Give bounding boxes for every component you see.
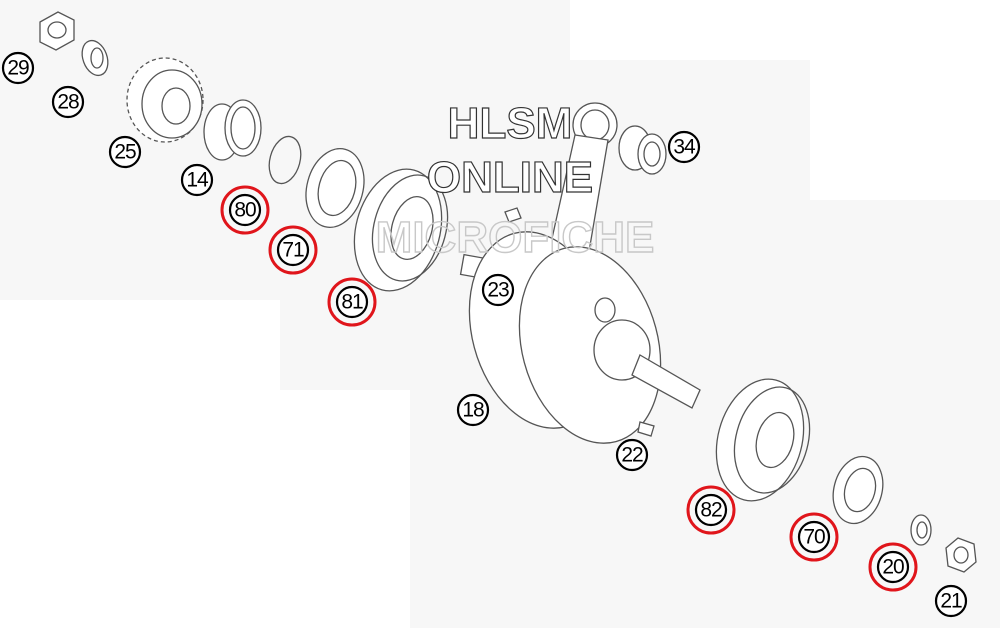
callout-label: 70 — [803, 526, 825, 549]
o-ring[interactable] — [264, 133, 305, 187]
callout-label: 22 — [621, 444, 643, 467]
callout-label: 25 — [114, 141, 136, 164]
seal-71[interactable] — [298, 142, 373, 234]
callout-81-highlighted[interactable]: 81 — [327, 277, 377, 327]
callout-22[interactable]: 22 — [615, 438, 649, 472]
callout-label: 18 — [462, 399, 484, 422]
callout-label: 29 — [7, 57, 29, 80]
callout-label: 71 — [282, 239, 304, 262]
callout-label: 28 — [57, 91, 79, 114]
callout-80-highlighted[interactable]: 80 — [220, 185, 270, 235]
washer-28[interactable] — [78, 37, 113, 79]
callout-label: 14 — [186, 169, 209, 192]
callout-label: 81 — [341, 291, 363, 314]
needle-bearing-34[interactable] — [618, 125, 667, 175]
nut-21[interactable] — [945, 537, 977, 573]
key-23[interactable] — [504, 207, 522, 223]
callout-23[interactable]: 23 — [481, 273, 515, 307]
conrod[interactable] — [544, 102, 618, 276]
callout-label: 80 — [234, 199, 256, 222]
washer-20[interactable] — [910, 514, 932, 546]
watermark-line-2: ONLINE — [427, 153, 593, 202]
key-22[interactable] — [637, 421, 655, 437]
callout-20-highlighted[interactable]: 20 — [868, 542, 918, 592]
bearing-82[interactable] — [703, 369, 820, 511]
bearing-81[interactable] — [341, 159, 458, 301]
callout-29[interactable]: 29 — [1, 51, 35, 85]
callout-82-highlighted[interactable]: 82 — [686, 485, 736, 535]
callout-70-highlighted[interactable]: 70 — [789, 512, 839, 562]
callout-25[interactable]: 25 — [108, 135, 142, 169]
bushing-14[interactable] — [203, 99, 262, 161]
nut-29[interactable] — [39, 11, 75, 51]
callout-label: 82 — [700, 499, 722, 522]
watermark-line-1: HLSM — [448, 99, 573, 148]
callout-label: 21 — [940, 590, 962, 613]
callout-label: 20 — [882, 556, 904, 579]
callout-71-highlighted[interactable]: 71 — [268, 225, 318, 275]
callout-14[interactable]: 14 — [180, 163, 214, 197]
callout-label: 34 — [673, 136, 696, 159]
callout-18[interactable]: 18 — [456, 393, 490, 427]
callout-34[interactable]: 34 — [667, 130, 701, 164]
seal-70[interactable] — [826, 451, 890, 529]
callout-28[interactable]: 28 — [51, 85, 85, 119]
callout-label: 23 — [487, 279, 509, 302]
gear-25[interactable] — [126, 57, 204, 143]
watermark-line-3: MICROFICHE — [376, 213, 655, 262]
callout-21[interactable]: 21 — [934, 584, 968, 618]
